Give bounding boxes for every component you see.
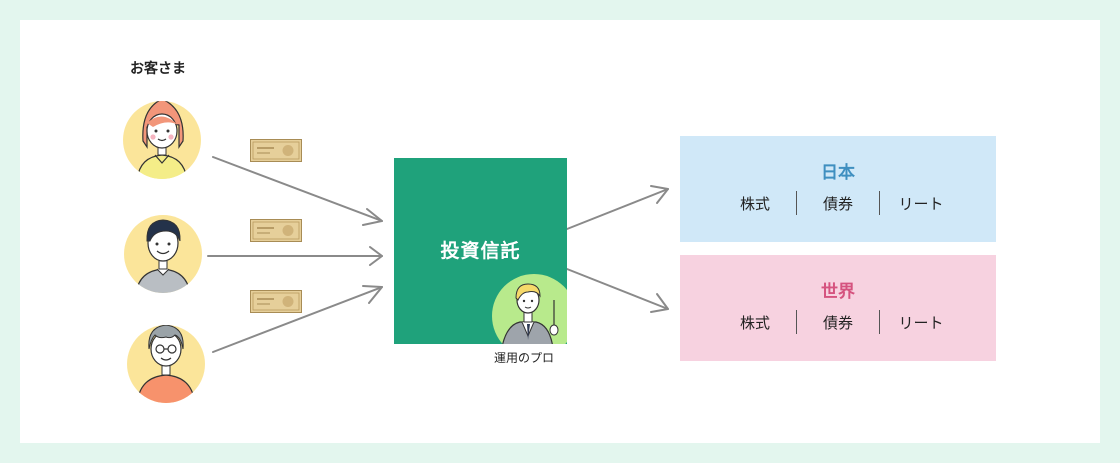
arrow-right-icon [207, 246, 383, 266]
banknote-icon [250, 219, 302, 242]
divider [796, 310, 797, 334]
asset-bonds: 債券 [822, 313, 853, 332]
asset-reit: リート [898, 313, 944, 332]
fund-manager-icon [492, 274, 567, 344]
fund-manager-label: 運用のプロ [494, 351, 555, 365]
banknote-icon [250, 290, 302, 313]
region-japan: 日本 株式 債券 リート [680, 136, 996, 242]
arrow-right-icon [212, 156, 383, 226]
asset-stocks: 株式 [739, 313, 770, 332]
asset-reit: リート [898, 194, 944, 213]
arrow-right-icon [212, 285, 383, 353]
investment-trust-box: 投資信託 [394, 158, 567, 344]
man-avatar-icon [124, 215, 202, 293]
asset-bonds: 債券 [822, 194, 853, 213]
arrow-right-icon [566, 268, 669, 313]
investment-trust-label: 投資信託 [440, 240, 521, 262]
region-japan-items: 株式 債券 リート [680, 191, 996, 215]
region-world-title: 世界 [821, 282, 855, 302]
asset-stocks: 株式 [739, 194, 770, 213]
woman-avatar-icon [123, 101, 201, 179]
elder-avatar-icon [127, 325, 205, 403]
customers-title: お客さま [130, 61, 186, 77]
region-world: 世界 株式 債券 リート [680, 255, 996, 361]
divider [879, 191, 880, 215]
region-japan-title: 日本 [821, 163, 855, 183]
divider [879, 310, 880, 334]
arrow-right-icon [566, 185, 669, 230]
region-world-items: 株式 債券 リート [680, 310, 996, 334]
banknote-icon [250, 139, 302, 162]
divider [796, 191, 797, 215]
